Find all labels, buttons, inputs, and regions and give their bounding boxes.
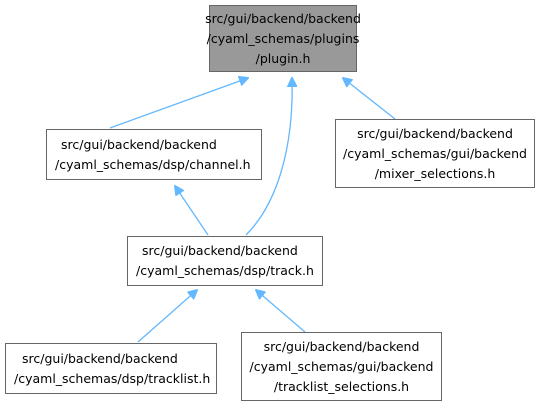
- node-mixer-selections-h-line-3: /mixer_selections.h: [374, 165, 496, 181]
- node-tracklist-h-line-2: /cyaml_schemas/dsp/tracklist.h: [14, 370, 211, 386]
- edge-tracklist-selections-to-track: [256, 290, 306, 333]
- node-mixer-selections-h-line-1: src/gui/backend/backend: [357, 125, 513, 141]
- node-tracklist-selections-h-line-3: /tracklist_selections.h: [273, 378, 410, 394]
- node-plugin-h-line-3: /plugin.h: [255, 50, 311, 66]
- node-mixer-selections-h-line-2: /cyaml_schemas/gui/backend: [343, 145, 527, 161]
- node-tracklist-selections-h[interactable]: src/gui/backend/backend /cyaml_schemas/g…: [241, 332, 442, 401]
- node-channel-h[interactable]: src/gui/backend/backend /cyaml_schemas/d…: [46, 129, 262, 180]
- edge-tracklist-to-track: [137, 290, 197, 343]
- node-tracklist-h-line-1: src/gui/backend/backend: [22, 350, 178, 366]
- node-channel-h-line-1: src/gui/backend/backend: [61, 136, 217, 152]
- node-plugin-h-line-2: /cyaml_schemas/plugins: [206, 30, 360, 46]
- edge-mixer-to-plugin: [343, 78, 396, 120]
- node-plugin-h-line-1: src/gui/backend/backend: [205, 10, 361, 26]
- edge-track-to-plugin: [245, 78, 292, 236]
- node-track-h[interactable]: src/gui/backend/backend /cyaml_schemas/d…: [127, 236, 323, 286]
- node-tracklist-h[interactable]: src/gui/backend/backend /cyaml_schemas/d…: [5, 343, 217, 394]
- node-track-h-line-2: /cyaml_schemas/dsp/track.h: [136, 263, 314, 278]
- edge-channel-to-plugin: [109, 78, 248, 129]
- node-tracklist-selections-h-line-2: /cyaml_schemas/gui/backend: [249, 358, 434, 374]
- node-track-h-line-1: src/gui/backend/backend: [142, 243, 298, 258]
- node-tracklist-selections-h-line-1: src/gui/backend/backend: [263, 338, 420, 354]
- node-channel-h-line-2: /cyaml_schemas/dsp/channel.h: [55, 156, 251, 172]
- node-mixer-selections-h[interactable]: src/gui/backend/backend /cyaml_schemas/g…: [335, 119, 535, 188]
- node-plugin-h: src/gui/backend/backend /cyaml_schemas/p…: [205, 5, 361, 72]
- edge-track-to-channel: [175, 186, 209, 236]
